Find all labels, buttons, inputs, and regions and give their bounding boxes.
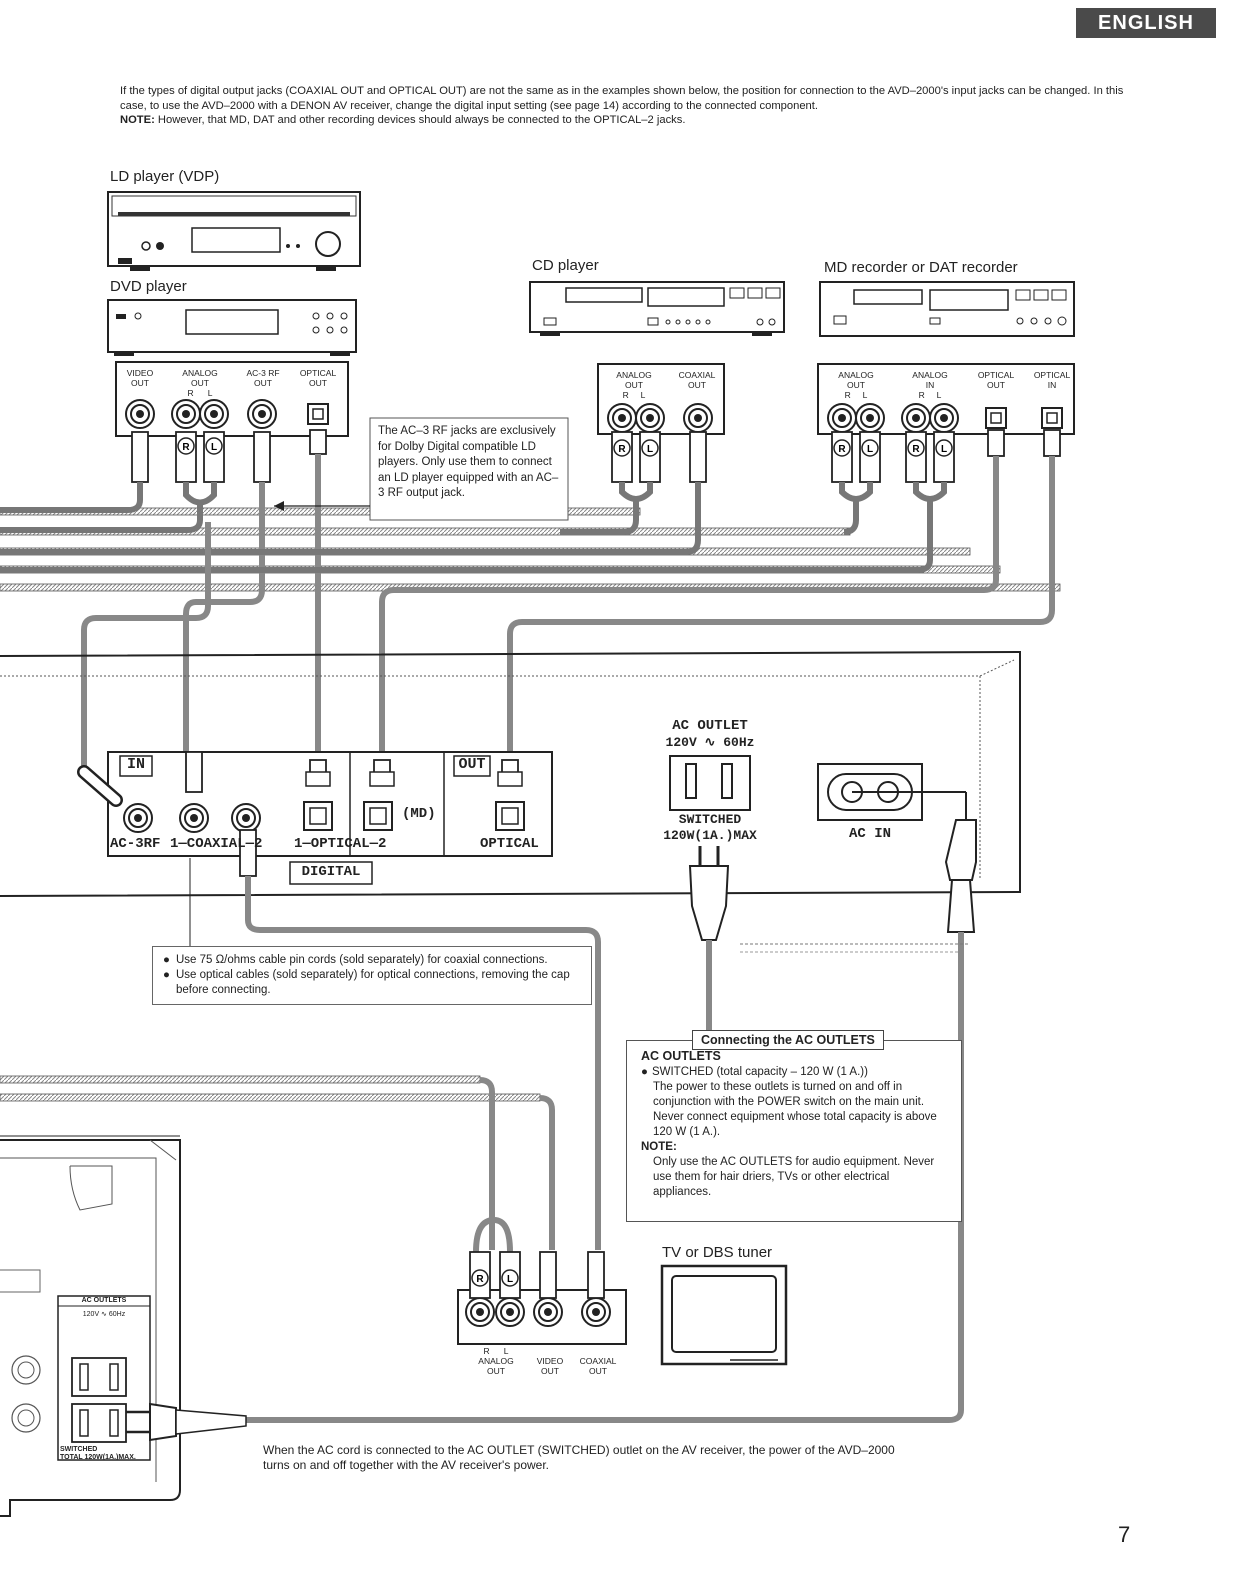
coaxial-jacks-label: 1—COAXIAL—2: [170, 836, 263, 852]
ac-outlet-spec: 120V ∿ 60Hz: [665, 735, 755, 750]
tv-dbs-label: TV or DBS tuner: [662, 1244, 773, 1261]
ac-in-label: AC IN: [848, 826, 891, 842]
md-cables: R L R L: [0, 429, 1061, 752]
dvd-player-label: DVD player: [110, 278, 187, 295]
tv-jack-panel: R L: [457, 1251, 627, 1345]
svg-text:L: L: [647, 444, 653, 455]
ac3-note-text: The AC–3 RF jacks are exclusively for Do…: [378, 425, 559, 499]
optical-out-jack-label: OPTICAL: [480, 836, 539, 852]
svg-text:L: L: [867, 444, 873, 455]
ac-outlets-heading: AC OUTLETS: [641, 1049, 721, 1063]
receiver-spec-label: 120V ∿ 60Hz: [82, 1311, 126, 1318]
ac-outlets-title: Connecting the AC OUTLETS: [692, 1030, 884, 1050]
ac-outlets-bullet: SWITCHED (total capacity – 120 W (1 A.)): [651, 1066, 868, 1078]
intro-paragraph: If the types of digital output jacks (CO…: [120, 85, 1124, 112]
cd-coaxial-out-label: COAXIAL OUT: [678, 370, 716, 390]
md-analog-out-label: ANALOG OUT R L: [838, 370, 874, 400]
ac3rf-jack-label: AC-3RF: [110, 836, 161, 852]
ac-outlets-body: The power to these outlets is turned on …: [653, 1081, 937, 1138]
intro-note: NOTE: However, that MD, DAT and other re…: [120, 114, 686, 126]
ld-player-illustration: [107, 191, 361, 271]
in-label: IN: [126, 756, 145, 773]
md-optical-out-label: OPTICAL OUT: [977, 370, 1015, 390]
cable-note-item: ●Use optical cables (sold separately) fo…: [163, 969, 570, 996]
out-label: OUT: [458, 756, 486, 773]
svg-text:R: R: [476, 1274, 484, 1285]
intro-text: If the types of digital output jacks (CO…: [120, 84, 1140, 128]
panel-plugs: [77, 751, 523, 877]
optical-12-label: 1—OPTICAL—2: [294, 836, 387, 852]
ld-player-label: LD player (VDP): [110, 168, 220, 185]
dvd-video-out-label: VIDEO OUT: [126, 368, 154, 388]
ac3-note-box: [369, 417, 569, 521]
ac3rf-cable: [81, 522, 211, 772]
coaxial-to-tv-cable: [245, 876, 601, 1250]
cd-cables: R L: [0, 431, 707, 555]
ac-outlet-plug: [688, 846, 970, 1036]
ac-outlets-content: ●SWITCHED (total capacity – 120 W (1 A.)…: [641, 1065, 947, 1200]
dvd-analog-out-label: ANALOG OUT R L: [182, 368, 218, 398]
cd-player-label: CD player: [532, 257, 599, 274]
receiver-switched-label: SWITCHED: [60, 1446, 98, 1453]
svg-text:L: L: [507, 1274, 513, 1285]
md-jack-panel: [817, 363, 1075, 435]
dvd-ac3rf-out-label: AC-3 RF OUT: [246, 368, 280, 388]
md-optical-in-label: OPTICAL IN: [1033, 370, 1071, 390]
svg-text:R: R: [182, 442, 190, 453]
cd-jack-panel: [597, 363, 725, 435]
tv-rl-label: R L: [483, 1346, 509, 1356]
cd-analog-out-label: ANALOG OUT R L: [616, 370, 652, 400]
svg-text:L: L: [941, 444, 947, 455]
receiver-ac-outlets-label: AC OUTLETS: [81, 1297, 127, 1304]
tv-analog-out-label: ANALOG OUT: [478, 1356, 514, 1376]
switched-max-label: 120W(1A.)MAX: [663, 828, 757, 843]
receiver-total-label: TOTAL 120W(1A.)MAX.: [60, 1454, 136, 1461]
ac-in-socket: [817, 763, 967, 821]
language-tab: ENGLISH: [1076, 8, 1216, 38]
svg-text:R: R: [618, 444, 626, 455]
svg-text:R: R: [838, 444, 846, 455]
md-dat-label: MD recorder or DAT recorder: [824, 259, 1018, 276]
cd-player-illustration: [529, 281, 785, 336]
ac-outlets-box: AC OUTLETS ●SWITCHED (total capacity – 1…: [626, 1040, 962, 1222]
md-analog-in-label: ANALOG IN R L: [912, 370, 948, 400]
footer-note: When the AC cord is connected to the AC …: [263, 1443, 895, 1472]
ac-outlets-note-body: Only use the AC OUTLETS for audio equipm…: [653, 1156, 935, 1198]
tv-coaxial-out-label: COAXIAL OUT: [579, 1356, 617, 1376]
tv-video-out-label: VIDEO OUT: [536, 1356, 564, 1376]
md-jack-label: (MD): [402, 806, 436, 822]
svg-text:R: R: [912, 444, 920, 455]
md-recorder-illustration: [819, 281, 1075, 337]
dvd-jack-panel: [115, 361, 349, 437]
av-receiver-rear: [0, 1139, 247, 1517]
ac-outlet-illustration: [669, 755, 751, 811]
switched-label: SWITCHED: [678, 812, 742, 827]
dvd-player-illustration: [107, 299, 357, 356]
digital-label: DIGITAL: [301, 864, 361, 880]
avd2000-unit: [0, 650, 1021, 897]
digital-jack-panel: [107, 751, 553, 885]
cable-notes-box: ●Use 75 Ω/ohms cable pin cords (sold sep…: [152, 946, 592, 1005]
ac-in-cord: [246, 819, 977, 1423]
page-number: 7: [1118, 1522, 1131, 1547]
cable-note-item: ●Use 75 Ω/ohms cable pin cords (sold sep…: [163, 954, 548, 966]
lower-cable-bundle: [0, 1075, 555, 1253]
dvd-cables: R L: [0, 429, 327, 752]
tv-illustration: [660, 1264, 788, 1366]
ac-outlets-note-label: NOTE:: [641, 1141, 677, 1153]
dvd-optical-out-label: OPTICAL OUT: [299, 368, 337, 388]
ac-outlet-title: AC OUTLET: [672, 718, 748, 734]
svg-text:L: L: [211, 442, 217, 453]
